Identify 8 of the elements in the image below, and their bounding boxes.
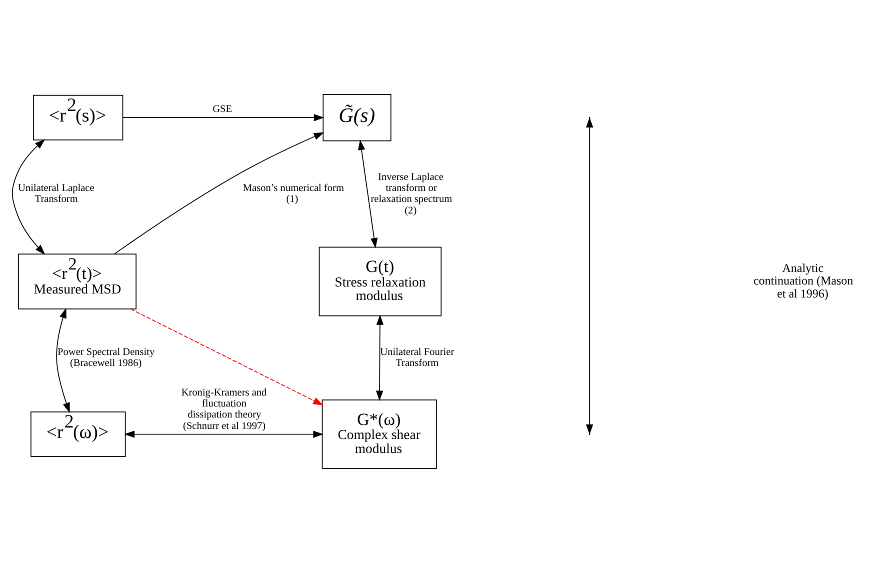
edge-label: Unilateral Laplace Transform <box>18 183 94 206</box>
edge-label: Unilateral Fourier Transform <box>380 346 454 370</box>
edge-label: GSE <box>212 104 232 116</box>
edge-label: Kronig-Kramers and fluctuation dissipation theory (Schnurr et al 1997) <box>181 387 267 432</box>
edge-label: Power Spectral Density (Bracewell 1986) <box>58 346 155 370</box>
edge-label: Inverse Laplace transform or relaxation spectrum (2) <box>370 172 452 216</box>
label: Analytic continuation (Mason et al 1996) <box>753 260 854 301</box>
edge-label: Mason’s numerical form (1) <box>242 183 344 206</box>
